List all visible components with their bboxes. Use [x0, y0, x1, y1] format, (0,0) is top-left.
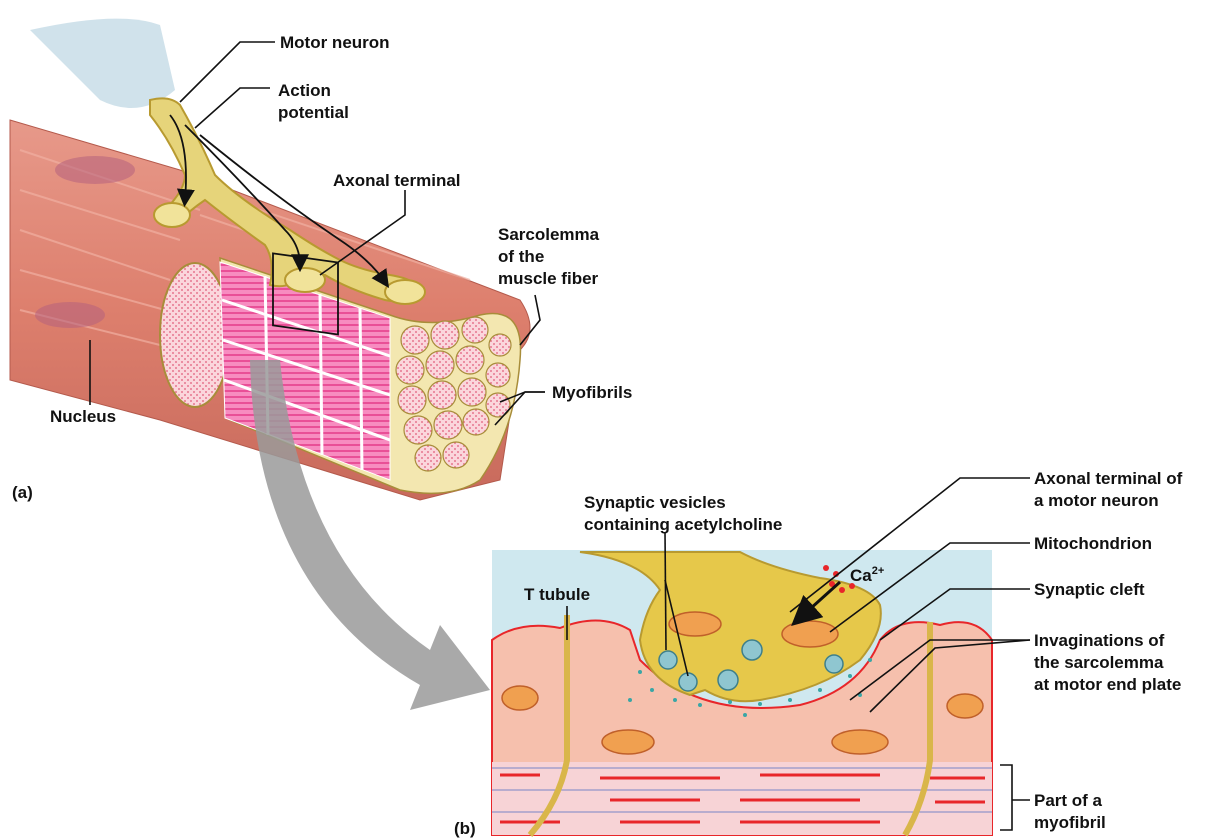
label-myofibril-part-1: Part of a	[1034, 791, 1103, 810]
panel-b: Synaptic vesicles containing acetylcholi…	[454, 469, 1183, 838]
label-motor-neuron: Motor neuron	[280, 33, 390, 52]
label-invaginations-1: Invaginations of	[1034, 631, 1165, 650]
label-nucleus: Nucleus	[50, 407, 116, 426]
label-axonal-terminal: Axonal terminal	[333, 171, 461, 190]
mitochondrion	[947, 694, 983, 718]
label-sarcolemma-3: muscle fiber	[498, 269, 599, 288]
label-action-potential-2: potential	[278, 103, 349, 122]
vesicle	[718, 670, 738, 690]
label-invaginations-3: at motor end plate	[1034, 675, 1181, 694]
label-action-potential-1: Action	[278, 81, 331, 100]
label-t-tubule: T tubule	[524, 585, 590, 604]
label-myofibril-part-2: myofibril	[1034, 813, 1106, 832]
label-sarcolemma-2: of the	[498, 247, 544, 266]
vesicle	[742, 640, 762, 660]
label-myofibrils: Myofibrils	[552, 383, 632, 402]
label-invaginations-2: the sarcolemma	[1034, 653, 1164, 672]
nucleus-shape	[35, 302, 105, 328]
label-synaptic-vesicles-2: containing acetylcholine	[584, 515, 782, 534]
axon-terminal-right	[385, 280, 425, 304]
label-sarcolemma-1: Sarcolemma	[498, 225, 600, 244]
label-axonal-terminal-motor-1: Axonal terminal of	[1034, 469, 1183, 488]
nucleus-shape	[55, 156, 135, 184]
axon-terminal-left	[154, 203, 190, 227]
label-synaptic-vesicles-1: Synaptic vesicles	[584, 493, 726, 512]
vesicle	[659, 651, 677, 669]
label-synaptic-cleft: Synaptic cleft	[1034, 580, 1145, 599]
panel-a-tag: (a)	[12, 483, 33, 502]
label-mitochondrion: Mitochondrion	[1034, 534, 1152, 553]
mitochondrion	[832, 730, 888, 754]
panel-a: Motor neuron Action potential Axonal ter…	[10, 19, 632, 502]
mitochondrion	[502, 686, 538, 710]
motor-neuron-sheath	[30, 19, 175, 108]
label-axonal-terminal-motor-2: a motor neuron	[1034, 491, 1159, 510]
mitochondrion	[602, 730, 654, 754]
axon-terminal-center	[285, 268, 325, 292]
vesicle	[825, 655, 843, 673]
myofibril-cross-section	[160, 263, 230, 407]
mitochondrion	[782, 621, 838, 647]
panel-b-tag: (b)	[454, 819, 476, 838]
